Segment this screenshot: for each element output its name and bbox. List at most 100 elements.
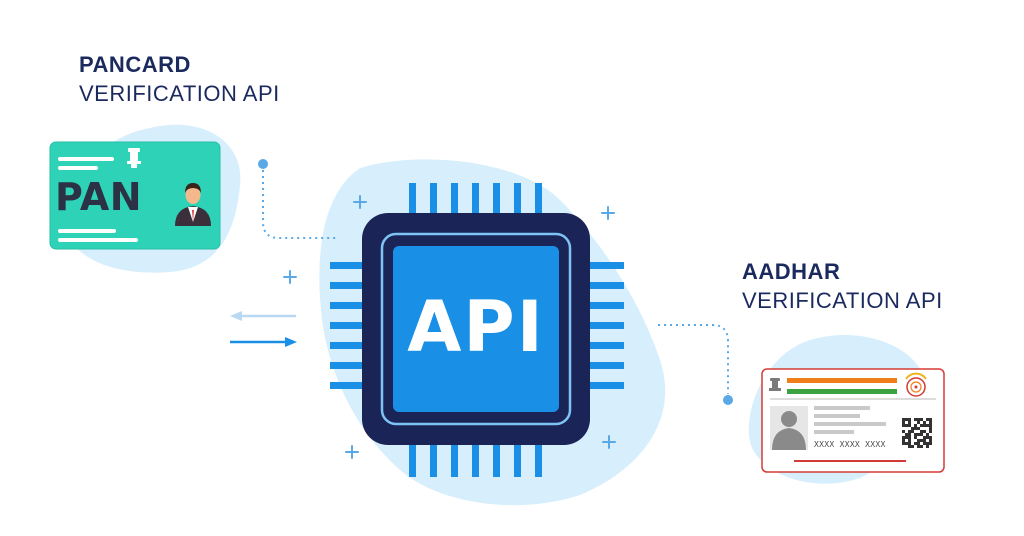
qr-module [923,430,926,433]
chip-pin [330,322,364,329]
chip-pin [472,183,479,215]
aadhar-card-number: XXXX XXXX XXXX [814,440,886,449]
qr-module [914,418,917,421]
qr-module [905,442,908,445]
qr-module [920,433,923,436]
pan-heading-light: VERIFICATION API [79,81,280,106]
qr-module [929,442,932,445]
pan-connector-dot [258,159,268,169]
aadhar-heading: AADHAR VERIFICATION API [742,261,943,312]
qr-module [923,439,926,442]
pan-card [49,141,221,250]
chip-pin [588,322,624,329]
qr-module [908,433,911,436]
qr-module [920,418,923,421]
qr-module [929,421,932,424]
aadhar-heading-light: VERIFICATION API [742,288,943,313]
arrow-left-icon [230,311,296,321]
chip-pin [430,183,437,215]
plus-icon [353,195,367,209]
qr-module [920,439,923,442]
qr-module [908,421,911,424]
qr-module [902,418,905,421]
qr-module [905,418,908,421]
stripe-orange [787,378,897,383]
plus-icon [345,445,359,459]
chip-pin [409,443,416,477]
pan-card-line [58,157,114,161]
qr-module [908,430,911,433]
aadhar-connector-dot [723,395,733,405]
aadhar-heading-bold: AADHAR [742,259,841,284]
pan-heading-bold: PANCARD [79,52,191,77]
chip-inner-ring [380,232,572,426]
user-avatar-icon [770,406,808,450]
qr-module [908,424,911,427]
aadhar-footer-line [794,460,906,462]
qr-module [929,436,932,439]
aadhar-detail-lines [814,406,886,434]
pan-card-label: PAN [55,175,143,219]
plus-icon [283,270,297,284]
qr-module [911,427,914,430]
user-avatar-icon [175,183,211,226]
pan-card-line [58,238,138,242]
qr-module [926,442,929,445]
qr-module [908,445,911,448]
aadhar-card [761,368,945,473]
chip-pin [430,443,437,477]
chip-pin [451,183,458,215]
pan-card-line [58,229,116,233]
arrow-right-icon [230,337,297,347]
qr-module [926,424,929,427]
qr-module [905,433,908,436]
qr-module [911,445,914,448]
chip-pin [588,342,624,349]
qr-module [926,436,929,439]
qr-module [929,418,932,421]
qr-module [929,430,932,433]
qr-module [929,427,932,430]
qr-module [908,442,911,445]
pan-card-line [58,166,98,170]
aadhaar-logo-icon [905,372,927,397]
chip-pin [409,183,416,215]
qr-module [902,442,905,445]
chip-pin [330,362,364,369]
chip-pin [588,362,624,369]
qr-module [917,442,920,445]
qr-module [923,421,926,424]
qr-module [902,421,905,424]
qr-module [929,424,932,427]
qr-module [914,433,917,436]
qr-module [914,442,917,445]
qr-module [905,436,908,439]
pan-heading: PANCARD VERIFICATION API [79,54,280,105]
qr-module [905,424,908,427]
chip-pin [588,262,624,269]
qr-module [911,430,914,433]
qr-module [902,436,905,439]
aadhar-connector-line [658,324,729,394]
plus-icon [601,206,615,220]
chip-pin [514,183,521,215]
qr-module [920,424,923,427]
qr-module [923,436,926,439]
chip-pin [330,382,364,389]
plus-sparkles [283,195,616,459]
qr-module [929,439,932,442]
chip-pin [472,443,479,477]
qr-module [914,427,917,430]
qr-module [917,433,920,436]
qr-module [917,439,920,442]
qr-module [917,421,920,424]
plus-icon [602,435,616,449]
qr-code-icon [902,418,932,448]
chip-pin [535,183,542,215]
qr-module [917,427,920,430]
chip-pin [330,282,364,289]
chip-pin [493,443,500,477]
qr-module [908,439,911,442]
